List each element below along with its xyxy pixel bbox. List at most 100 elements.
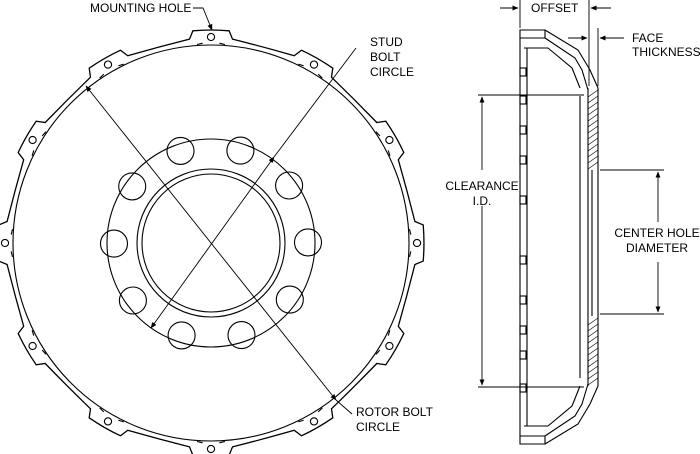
- flange-tab-detail: [298, 407, 323, 423]
- stud-hole: [227, 321, 256, 350]
- hatch-line: [587, 335, 599, 344]
- hatch-line: [587, 353, 599, 362]
- side-view-dimensions: [478, 0, 664, 388]
- mounting-hole: [412, 238, 422, 248]
- mounting-hole: [103, 60, 113, 69]
- hatch-line: [587, 371, 599, 380]
- flange-tab-details: [10, 42, 412, 444]
- flange-tab-detail: [31, 131, 47, 156]
- clearance-id-label-line2: I.D.: [473, 194, 492, 208]
- flange-notch: [519, 255, 527, 265]
- stud-hole: [275, 171, 304, 200]
- hatch-line: [587, 359, 599, 368]
- offset-label: OFFSET: [531, 1, 579, 15]
- stud-bolt-circle-label-line3: CIRCLE: [370, 65, 414, 79]
- flange-tab-detail: [196, 440, 226, 444]
- hatch-line: [587, 125, 599, 134]
- top-flange: [519, 29, 546, 39]
- hatch-line: [587, 89, 599, 98]
- flange-notch: [519, 95, 527, 105]
- mounting-hole: [28, 341, 37, 351]
- center-hole-diameter-label-line2: DIAMETER: [626, 241, 688, 255]
- stud-hole: [166, 136, 195, 165]
- mounting-hole: [0, 238, 10, 248]
- mounting-hole: [206, 444, 216, 454]
- stud-hole: [293, 228, 323, 257]
- rotor-bolt-circle-dimension-line: [85, 85, 337, 401]
- hatch-line: [587, 341, 599, 350]
- top-wall-outer-curve: [544, 37, 589, 91]
- stud-hole: [118, 172, 147, 201]
- front-view-leaders: [85, 7, 357, 415]
- front-view: [0, 29, 425, 454]
- hatch-line: [587, 347, 599, 356]
- hatch-line: [587, 143, 599, 152]
- rotor-bolt-circle-leader: [335, 399, 353, 415]
- hatch-line: [587, 377, 599, 386]
- hat-outer-diameter-circle: [12, 44, 410, 442]
- flange-notch: [519, 67, 527, 77]
- flange-notch: [519, 155, 527, 165]
- mounting-hole: [309, 417, 319, 426]
- hatch-line: [587, 95, 599, 104]
- hatch-line: [587, 119, 599, 128]
- rotor-bolt-circle-label-line1: ROTOR BOLT: [356, 405, 434, 419]
- rotor-bolt-circle-label-line2: CIRCLE: [356, 420, 400, 434]
- flange-notch: [519, 295, 527, 305]
- stud-hole: [118, 286, 147, 315]
- stud-bolt-circle-label-line2: BOLT: [370, 50, 401, 64]
- bottom-flange: [519, 435, 546, 445]
- flange-notches: [519, 67, 527, 393]
- mounting-hole-leader: [193, 7, 213, 31]
- mounting-hole-label: MOUNTING HOLE: [90, 1, 191, 15]
- flange-tab-detail: [375, 131, 391, 156]
- mounting-hole: [103, 417, 113, 426]
- stud-bolt-circle-label-line1: STUD: [370, 35, 403, 49]
- hatch-line: [587, 317, 599, 326]
- flange-notch: [519, 195, 527, 205]
- stud-hole: [99, 229, 129, 258]
- flange-tab-detail: [375, 330, 391, 355]
- flange-outline: [0, 29, 425, 454]
- side-view: [519, 29, 599, 445]
- hatch-line: [587, 131, 599, 140]
- bottom-wall-outer-curve: [544, 383, 589, 437]
- hatch-line: [587, 329, 599, 338]
- flange-tab-detail: [99, 407, 124, 423]
- center-hole-diameter-label-line1: CENTER HOLE: [614, 226, 699, 240]
- mounting-hole: [385, 135, 394, 145]
- mounting-hole: [206, 32, 216, 42]
- flange-tab-detail: [408, 228, 412, 258]
- flange-notch: [519, 125, 527, 135]
- stud-hole: [167, 321, 196, 350]
- flange-notch: [519, 350, 527, 360]
- face-thickness-label-line2: THICKNESS: [632, 45, 700, 59]
- stud-bolt-circle-leader: [273, 47, 357, 158]
- hatch-line: [587, 137, 599, 146]
- stud-hole: [275, 285, 304, 314]
- flange-tab-detail: [196, 42, 226, 46]
- hatch-line: [587, 155, 599, 164]
- flange-notch: [519, 383, 527, 393]
- top-wall-outer-edge: [544, 29, 599, 89]
- bottom-wall-inner: [524, 385, 581, 427]
- flange-tab-detail: [31, 330, 47, 355]
- mounting-hole: [309, 60, 319, 69]
- clearance-id-label-line1: CLEARANCE: [445, 179, 518, 193]
- top-wall-inner: [524, 47, 581, 89]
- mounting-holes: [0, 32, 422, 454]
- flange-notch: [519, 325, 527, 335]
- mounting-hole: [28, 135, 37, 145]
- hatch-line: [587, 365, 599, 374]
- flange-tab-detail: [298, 63, 323, 79]
- hatch-line: [587, 113, 599, 122]
- face-thickness-label-line1: FACE: [632, 31, 663, 45]
- hatch-line: [587, 101, 599, 110]
- hatch-line: [587, 107, 599, 116]
- labels: MOUNTING HOLE STUD BOLT CIRCLE ROTOR BOL…: [90, 1, 700, 434]
- bottom-wall-outer-edge: [544, 385, 599, 445]
- mounting-hole: [385, 341, 394, 351]
- face-section-hatch: [587, 89, 599, 386]
